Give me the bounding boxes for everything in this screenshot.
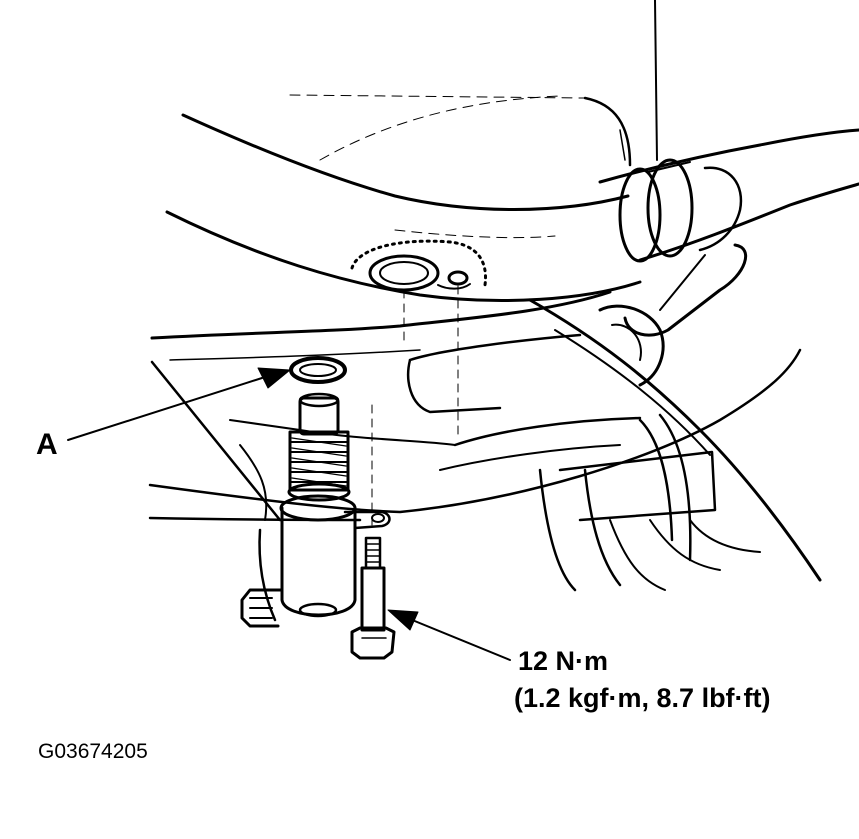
torque-spec-alternate: (1.2 kgf·m, 8.7 lbf·ft) — [514, 683, 771, 713]
arrowhead-torque — [387, 609, 419, 631]
right-components — [406, 243, 822, 592]
mounting-bolt — [350, 536, 396, 660]
figure-code: G03674205 — [38, 740, 148, 763]
bracket-lines — [148, 348, 802, 622]
o-ring — [289, 356, 347, 384]
engine-housing — [150, 0, 658, 361]
arrowhead-a — [257, 367, 291, 389]
callout-label-a: A — [36, 428, 58, 461]
torque-spec-metric: 12 N·m — [518, 646, 609, 676]
solenoid-valve — [240, 392, 391, 628]
leader-lines — [67, 377, 511, 661]
pipe-assembly — [598, 128, 859, 263]
mounting-boss — [350, 239, 488, 531]
